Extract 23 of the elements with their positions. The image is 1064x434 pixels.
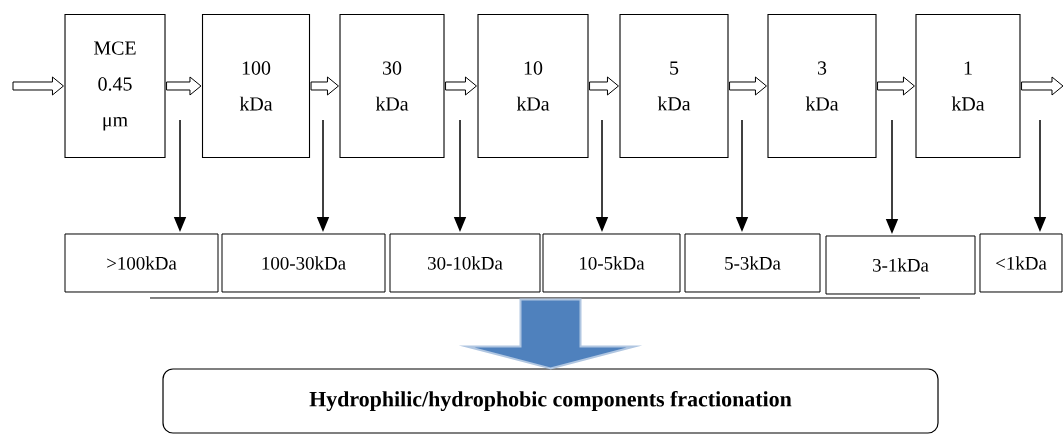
process-box: Hydrophilic/hydrophobic components fractionation <box>162 368 939 434</box>
filter-box: 5 kDa <box>619 13 729 159</box>
fraction-box: 10-5kDa <box>542 233 681 293</box>
arrow <box>310 76 339 96</box>
arrow <box>166 76 202 96</box>
arrow <box>877 76 915 96</box>
fraction-box: 5-3kDa <box>684 233 821 293</box>
arrow <box>589 76 619 96</box>
fraction-box: 30-10kDa <box>389 233 541 293</box>
arrow <box>12 76 64 96</box>
filter-box: 1 kDa <box>915 13 1021 159</box>
fraction-box: >100kDa <box>64 233 219 293</box>
arrow <box>1021 76 1064 96</box>
filter-box: 100 kDa <box>201 13 311 159</box>
fraction-box: 3-1kDa <box>825 235 976 295</box>
filter-box: 10 kDa <box>477 13 589 159</box>
fraction-box: <1kDa <box>979 233 1063 293</box>
fraction-box: 100-30kDa <box>221 233 386 293</box>
filter-box: MCE 0.45 μm <box>64 13 166 159</box>
filter-box: 30 kDa <box>339 13 445 159</box>
arrow <box>445 76 477 96</box>
arrow <box>729 76 767 96</box>
filter-box: 3 kDa <box>767 13 877 159</box>
